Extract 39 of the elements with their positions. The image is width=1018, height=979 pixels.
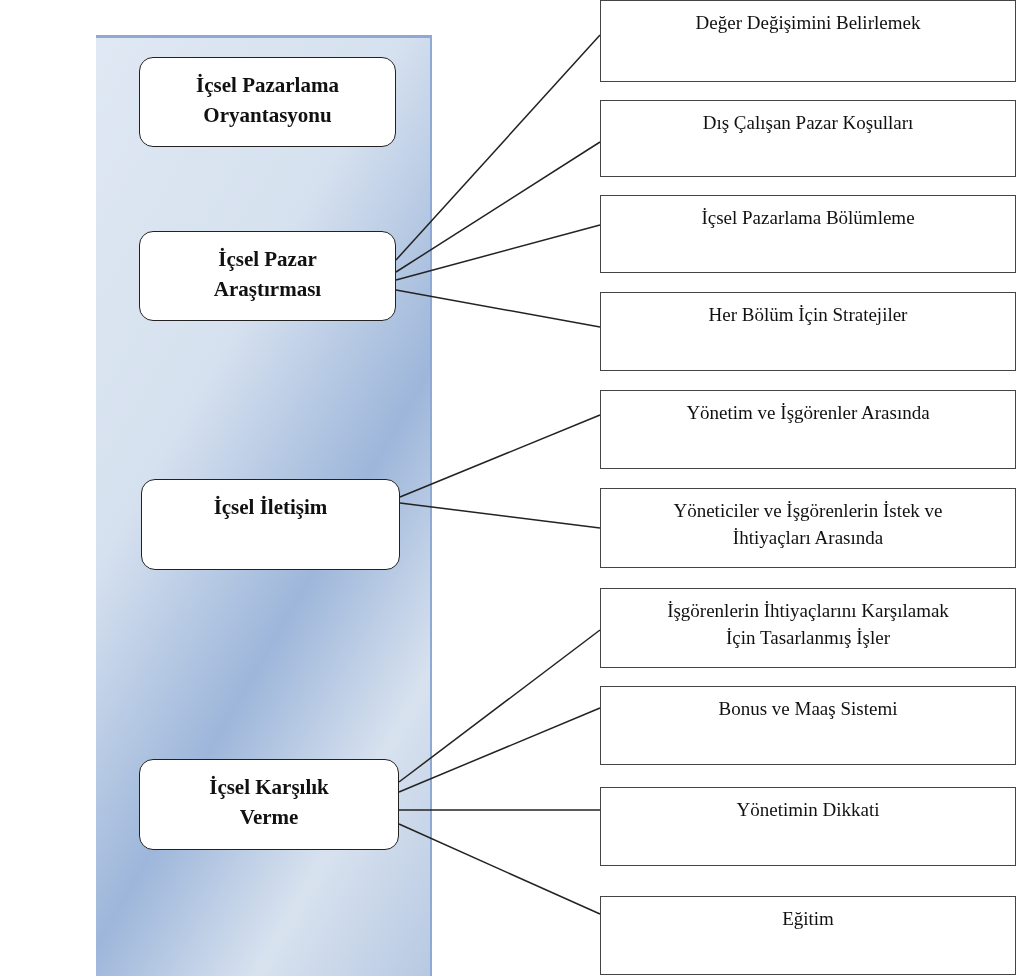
connector-line xyxy=(399,502,601,529)
box-label: İçsel Karşılık Verme xyxy=(208,774,330,831)
connector-line xyxy=(398,707,601,793)
box-label: Değer Değişimini Belirlemek xyxy=(695,11,921,35)
connector-line xyxy=(395,141,601,273)
connector-line xyxy=(399,414,601,498)
process-box xyxy=(600,292,1016,371)
box-label: İçsel Pazarlama Bölümleme xyxy=(701,206,915,230)
process-box xyxy=(600,787,1016,866)
rounded-box xyxy=(141,479,400,570)
process-box xyxy=(600,588,1016,668)
process-box xyxy=(600,100,1016,177)
box-label: Yönetim ve İşgörenler Arasında xyxy=(686,401,930,425)
box-label: Her Bölüm İçin Stratejiler xyxy=(708,303,908,327)
connector-line xyxy=(398,629,601,783)
box-label: İçsel Pazar Araştırması xyxy=(212,246,323,303)
process-box xyxy=(600,195,1016,273)
process-box xyxy=(600,896,1016,975)
process-box xyxy=(600,390,1016,469)
box-label: Dış Çalışan Pazar Koşulları xyxy=(702,111,914,135)
connector-line xyxy=(398,823,601,915)
process-box xyxy=(600,0,1016,82)
box-label: Yöneticiler ve İşgörenlerin İstek ve İhtiyaçları Arasında xyxy=(672,499,944,550)
box-label: Bonus ve Maaş Sistemi xyxy=(718,697,898,721)
rounded-box xyxy=(139,231,396,321)
connector-line xyxy=(395,224,601,281)
process-box xyxy=(600,488,1016,568)
panel-background xyxy=(96,35,432,976)
rounded-box xyxy=(139,57,396,147)
process-box xyxy=(600,686,1016,765)
box-label: İçsel İletişim xyxy=(213,494,328,521)
box-label: Eğitim xyxy=(782,907,834,931)
box-label: İşgörenlerin İhtiyaçlarını Karşılamak İçin Tasarlanmış İşler xyxy=(666,599,950,650)
rounded-box xyxy=(139,759,399,850)
box-label: Yönetimin Dikkati xyxy=(736,798,880,822)
connector-line xyxy=(398,809,601,811)
box-label: İçsel Pazarlama Oryantasyonu xyxy=(195,72,340,129)
connector-line xyxy=(395,34,601,261)
connector-line xyxy=(395,289,601,328)
